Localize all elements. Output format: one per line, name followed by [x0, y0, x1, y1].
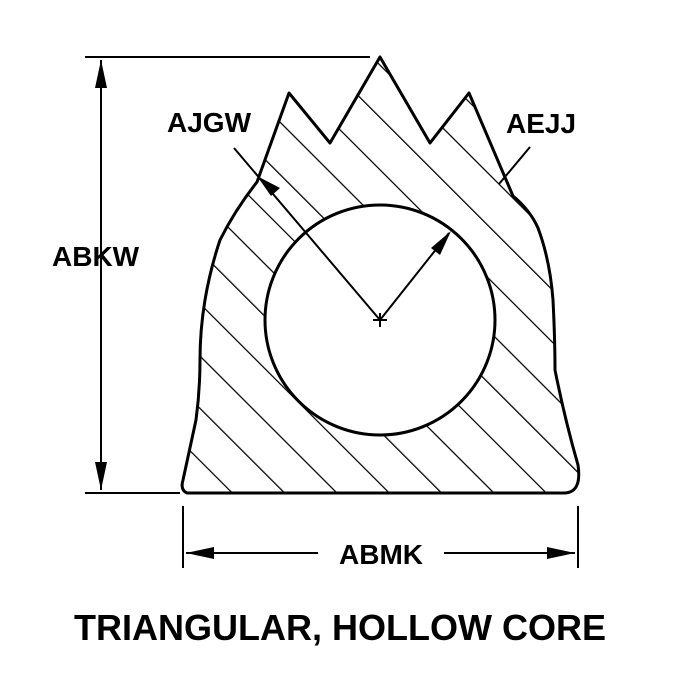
- diagram-caption: TRIANGULAR, HOLLOW CORE: [74, 607, 606, 648]
- height-label: ABKW: [52, 241, 140, 272]
- inner-radius-label: AEJJ: [506, 108, 576, 139]
- inner-radius-leader: [498, 146, 531, 185]
- height-arrowhead-top: [95, 60, 107, 88]
- width-arrowhead-left: [186, 547, 214, 559]
- outer-radius-label: AJGW: [167, 107, 252, 138]
- height-arrowhead-bottom: [95, 462, 107, 490]
- width-arrowhead-right: [547, 547, 575, 559]
- outer-radius-leader: [233, 147, 381, 321]
- inner-radius-arrowhead: [431, 231, 451, 255]
- width-label: ABMK: [339, 539, 423, 570]
- outer-radius-arrowhead: [257, 176, 280, 196]
